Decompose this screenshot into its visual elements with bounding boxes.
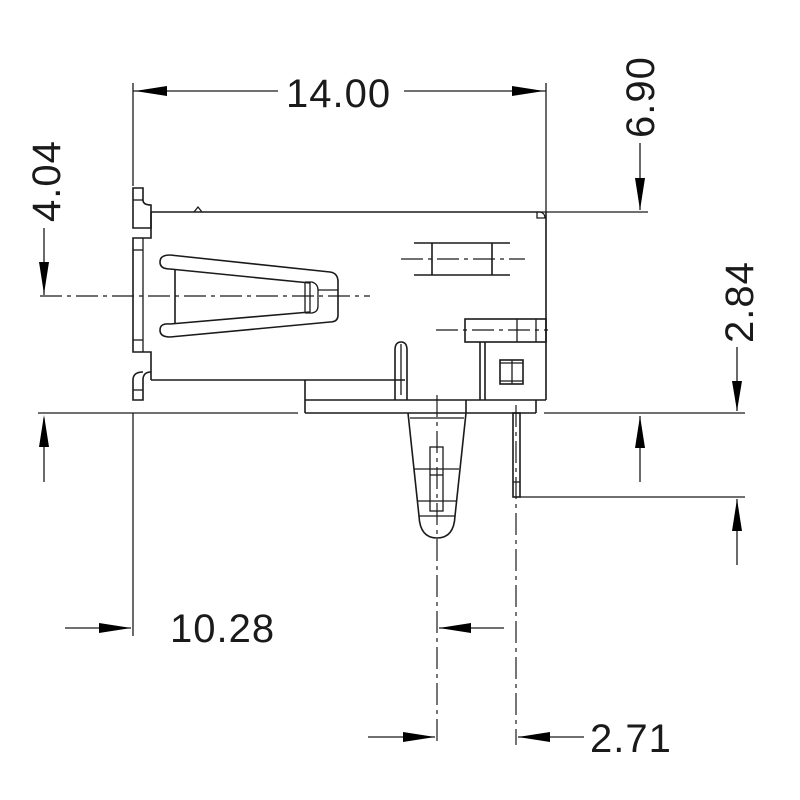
dim-overall-width: 14.00 xyxy=(132,72,547,212)
connector-body xyxy=(132,187,648,401)
contact-block xyxy=(436,318,548,400)
dim-top-height: 6.90 xyxy=(619,56,663,210)
terminal-pin xyxy=(512,405,745,745)
dim-label-2-71: 2.71 xyxy=(590,717,672,761)
dim-pin-pitch: 2.71 xyxy=(368,717,672,761)
dim-label-4-04: 4.04 xyxy=(25,140,69,222)
locating-peg xyxy=(407,395,467,745)
dim-label-10-28: 10.28 xyxy=(170,607,275,651)
dim-label-2-84: 2.84 xyxy=(718,261,762,343)
dim-label-6-90: 6.90 xyxy=(619,56,663,138)
retention-post xyxy=(394,341,408,400)
dim-pin-position: 10.28 xyxy=(65,413,504,651)
dim-center-height: 4.04 xyxy=(25,140,69,482)
dim-label-14-00: 14.00 xyxy=(286,72,391,116)
dim-pin-offset-height: 2.84 xyxy=(635,261,762,565)
upper-slot-detail xyxy=(401,242,525,276)
base-step xyxy=(304,380,546,413)
